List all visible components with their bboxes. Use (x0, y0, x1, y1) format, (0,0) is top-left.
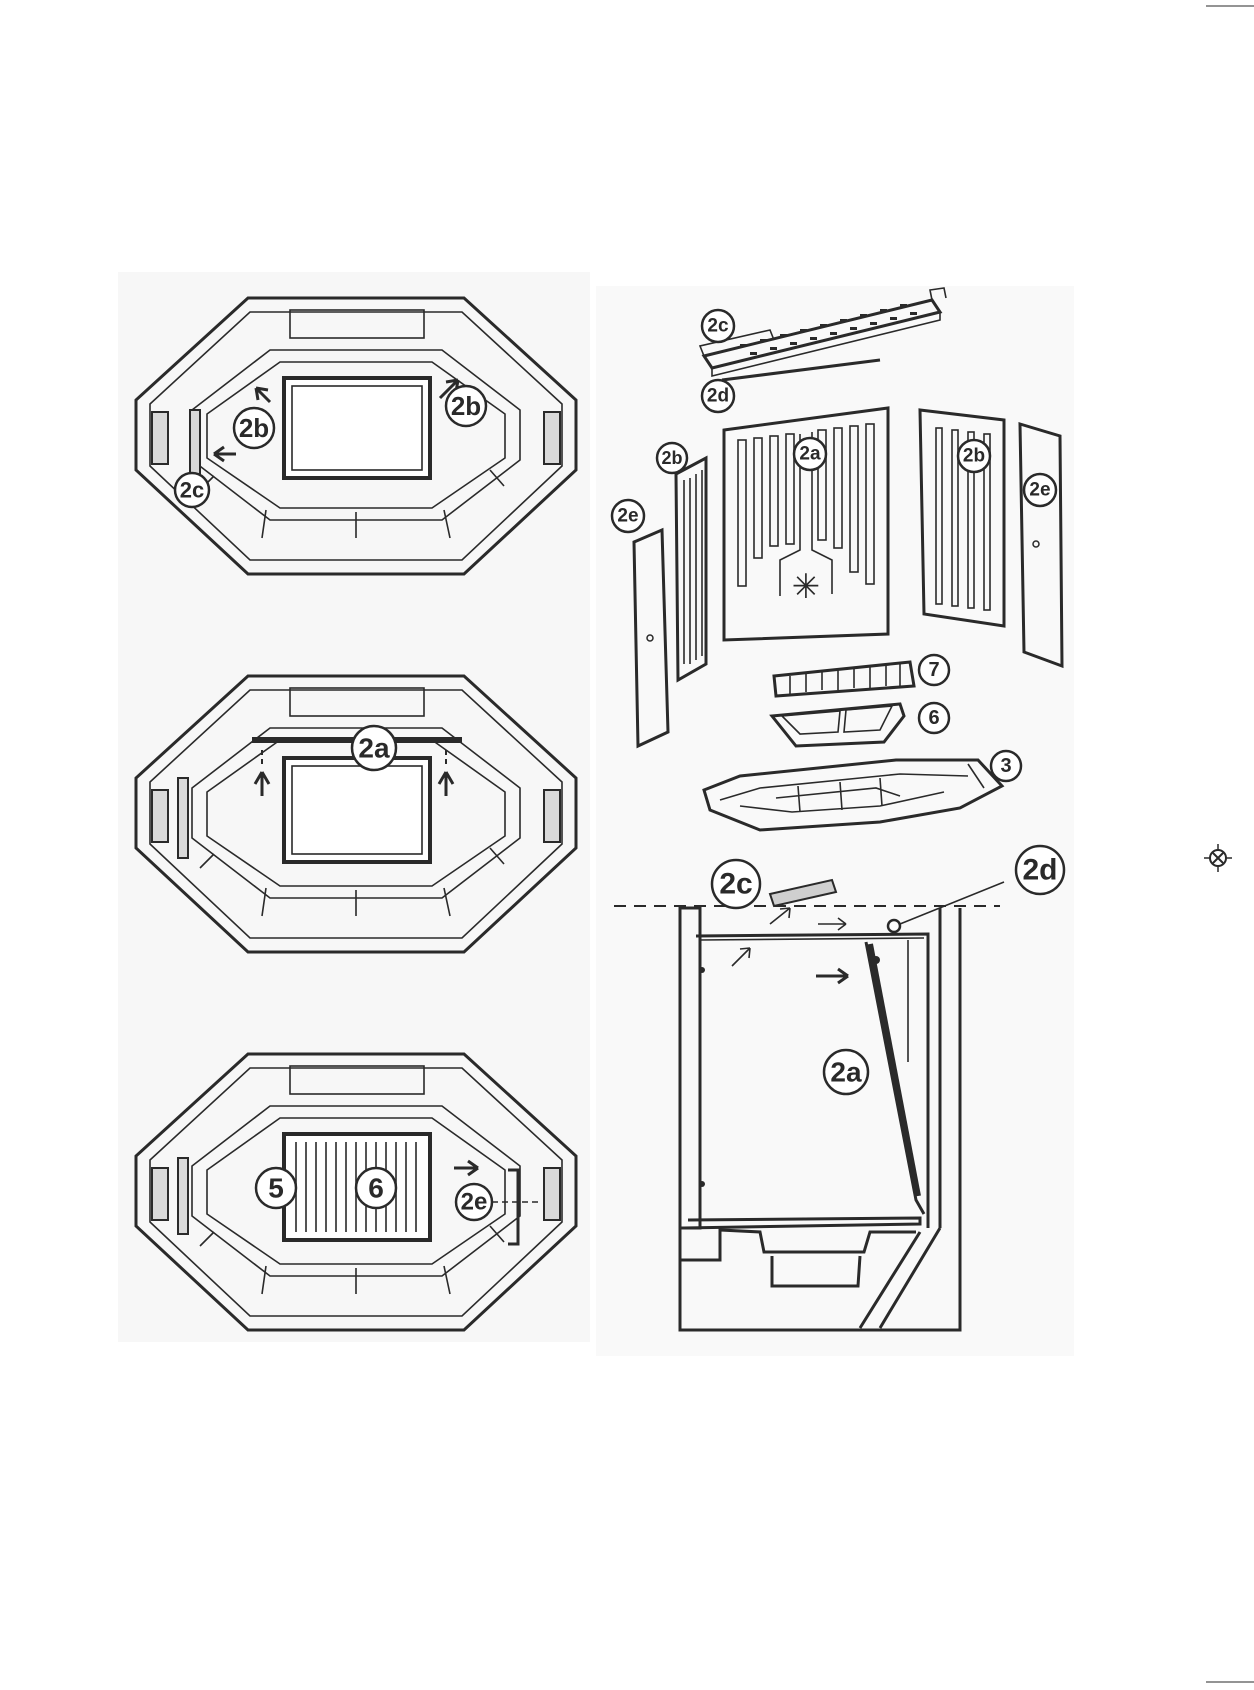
exploded-label-2e-right: 2e (1029, 480, 1050, 501)
view3-label-6: 6 (368, 1173, 384, 1204)
view3-label-5: 5 (268, 1173, 284, 1204)
view3-label-2e: 2e (461, 1189, 488, 1216)
exploded-label-6: 6 (928, 707, 939, 729)
registration-mark-icon (1204, 844, 1232, 872)
view1-label-2b-left: 2b (239, 413, 269, 443)
exploded-label-2e-left: 2e (617, 506, 638, 527)
exploded-label-2b-right: 2b (963, 446, 985, 467)
exploded-label-2b-left: 2b (661, 448, 682, 468)
section-label-2c: 2c (719, 868, 752, 901)
crop-marks (1206, 6, 1254, 1682)
section-label-2a: 2a (830, 1057, 862, 1088)
exploded-label-7: 7 (928, 659, 939, 681)
exploded-label-2c: 2c (707, 316, 729, 337)
exploded-label-2a: 2a (799, 444, 821, 465)
view1-label-2b-right: 2b (451, 391, 481, 421)
view2-label-2a: 2a (358, 733, 390, 764)
exploded-label-3: 3 (1000, 755, 1011, 777)
view1-label-2c: 2c (180, 478, 204, 503)
section-label-2d: 2d (1022, 854, 1057, 887)
asterisk-glyph: ✳ (792, 567, 821, 607)
exploded-label-2d: 2d (707, 386, 729, 407)
